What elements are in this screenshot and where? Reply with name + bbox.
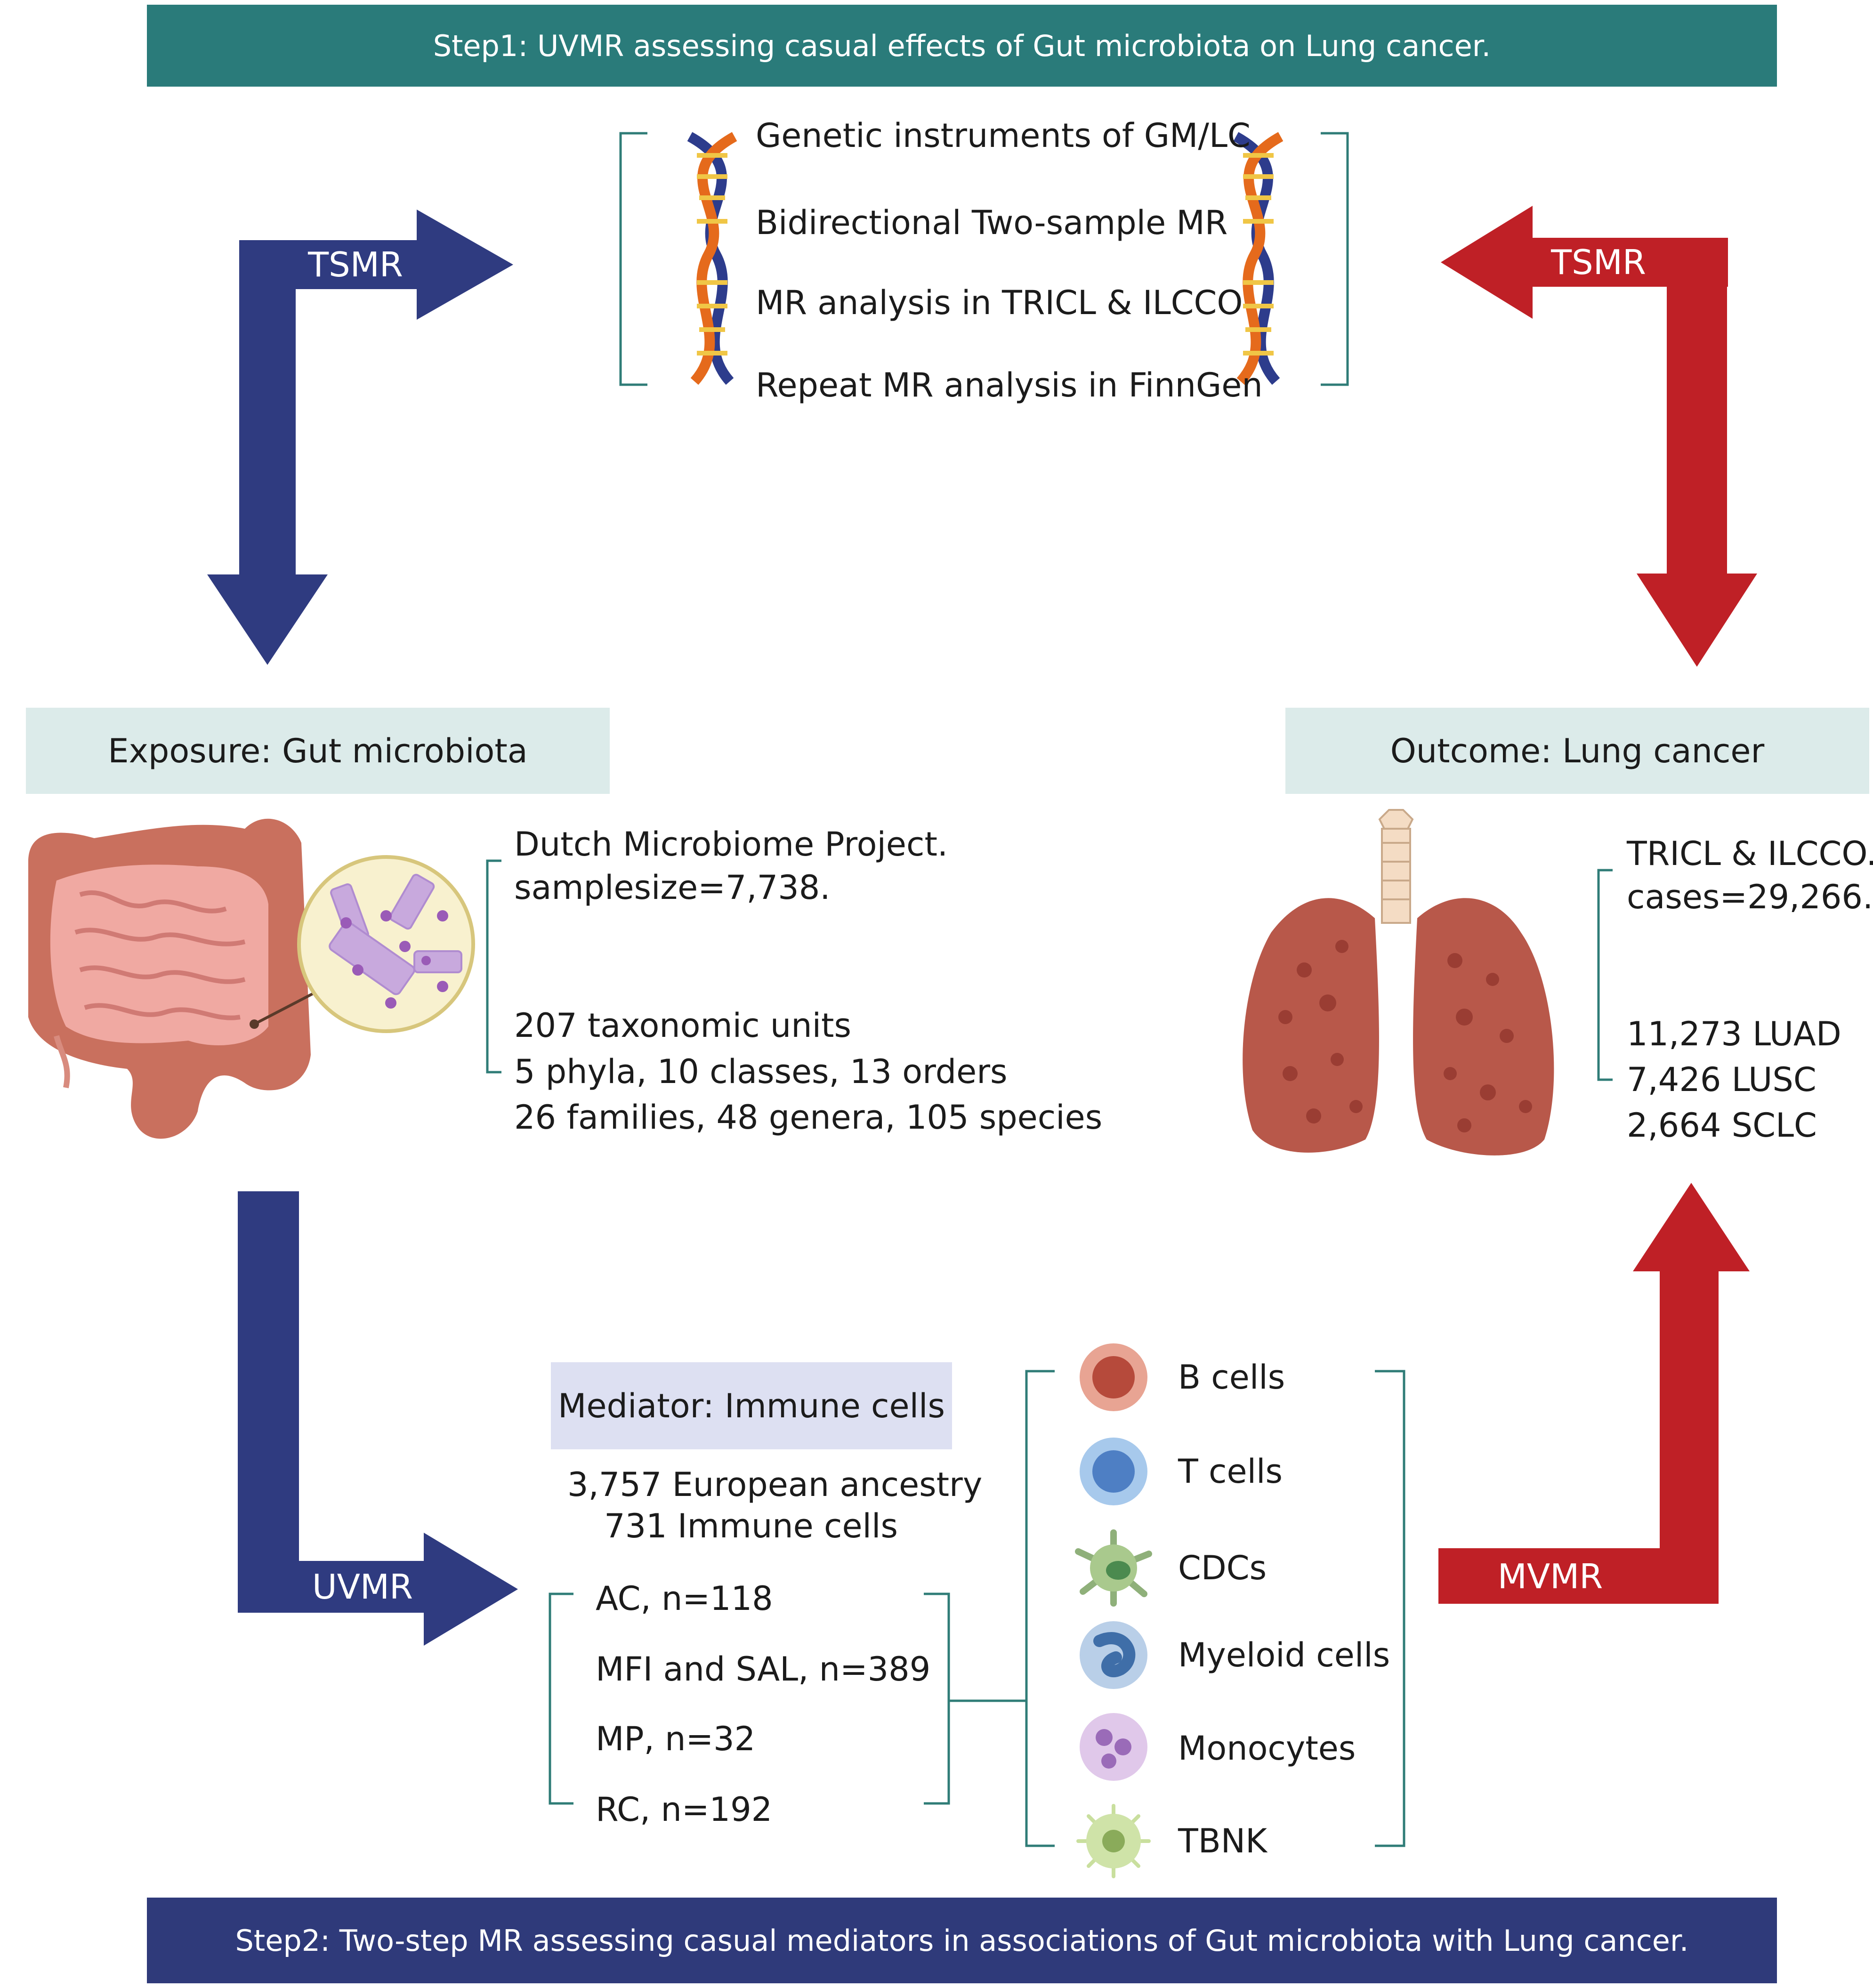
mediator-group-ac: AC, n=118: [596, 1579, 773, 1618]
dna-helix-left-icon: [687, 132, 737, 385]
myeloid-cell-icon: [1080, 1621, 1147, 1689]
step2-banner: Step2: Two-step MR assessing casual medi…: [147, 1898, 1777, 1983]
monocyte-icon: [1080, 1713, 1147, 1781]
exposure-source-line2: samplesize=7,738.: [514, 868, 831, 907]
mediator-group-mp: MP, n=32: [596, 1720, 756, 1758]
outcome-sub-line1: 11,273 LUAD: [1627, 1015, 1841, 1053]
mediator-title: Mediator: Immune cells: [558, 1386, 945, 1425]
cell-label-b-cells: B cells: [1178, 1358, 1285, 1397]
exposure-units-line2: 5 phyla, 10 classes, 13 orders: [514, 1052, 1008, 1091]
outcome-source-line2: cases=29,266.: [1627, 878, 1873, 916]
exposure-units-line1: 207 taxonomic units: [514, 1006, 851, 1045]
tsmr-left-label: TSMR: [308, 245, 403, 284]
tsmr-left-arrow: [207, 210, 513, 665]
t-cell-icon: [1080, 1438, 1147, 1505]
cell-label-myeloid: Myeloid cells: [1178, 1636, 1390, 1674]
b-cell-icon: [1080, 1343, 1147, 1411]
step1-banner: Step1: UVMR assessing casual effects of …: [147, 5, 1777, 87]
outcome-source-line1: TRICL & ILCCO.: [1627, 834, 1873, 873]
step2-banner-text: Step2: Two-step MR assessing casual medi…: [235, 1923, 1689, 1958]
outcome-sub-line2: 7,426 LUSC: [1627, 1060, 1816, 1099]
mediator-group-mfi-sal: MFI and SAL, n=389: [596, 1650, 931, 1689]
tsmr-right-label: TSMR: [1551, 242, 1646, 282]
step1-banner-text: Step1: UVMR assessing casual effects of …: [433, 28, 1491, 63]
cell-label-monocytes: Monocytes: [1178, 1729, 1356, 1768]
mediator-title-box: Mediator: Immune cells: [551, 1362, 952, 1449]
cell-label-tbnk: TBNK: [1178, 1822, 1268, 1860]
mediator-group-rc: RC, n=192: [596, 1790, 773, 1829]
uvmr-arrow: [238, 1191, 518, 1646]
cell-label-t-cells: T cells: [1178, 1452, 1283, 1491]
outcome-sub-line3: 2,664 SCLC: [1627, 1106, 1817, 1145]
lungs-icon: [1243, 809, 1554, 1156]
mr-step-4: Repeat MR analysis in FinnGen: [756, 366, 1263, 404]
tbnk-cell-icon: [1076, 1804, 1151, 1878]
mr-step-3: MR analysis in TRICL & ILCCO: [756, 283, 1243, 322]
dna-helix-right-icon: [1233, 132, 1284, 385]
cdc-cell-icon: [1075, 1529, 1152, 1607]
exposure-title-box: Exposure: Gut microbiota: [26, 708, 610, 794]
mediator-line2: 731 Immune cells: [604, 1507, 898, 1545]
cell-label-cdcs: CDCs: [1178, 1549, 1267, 1587]
intestine-icon: [28, 818, 311, 1139]
outcome-title: Outcome: Lung cancer: [1390, 731, 1765, 770]
mr-step-1: Genetic instruments of GM/LC: [756, 116, 1251, 155]
exposure-units-line3: 26 families, 48 genera, 105 species: [514, 1098, 1103, 1137]
mr-step-2: Bidirectional Two-sample MR: [756, 203, 1228, 242]
mr-steps-brackets: [486, 132, 1613, 1847]
mvmr-label: MVMR: [1497, 1557, 1603, 1596]
microbiota-magnifier-icon: [250, 855, 475, 1033]
mediator-line1: 3,757 European ancestry: [567, 1465, 983, 1504]
mvmr-arrow: [1438, 1183, 1750, 1604]
outcome-title-box: Outcome: Lung cancer: [1285, 708, 1869, 794]
exposure-source-line1: Dutch Microbiome Project.: [514, 825, 948, 864]
uvmr-label: UVMR: [312, 1567, 413, 1607]
exposure-title: Exposure: Gut microbiota: [108, 731, 528, 770]
tsmr-right-arrow: [1441, 206, 1757, 667]
